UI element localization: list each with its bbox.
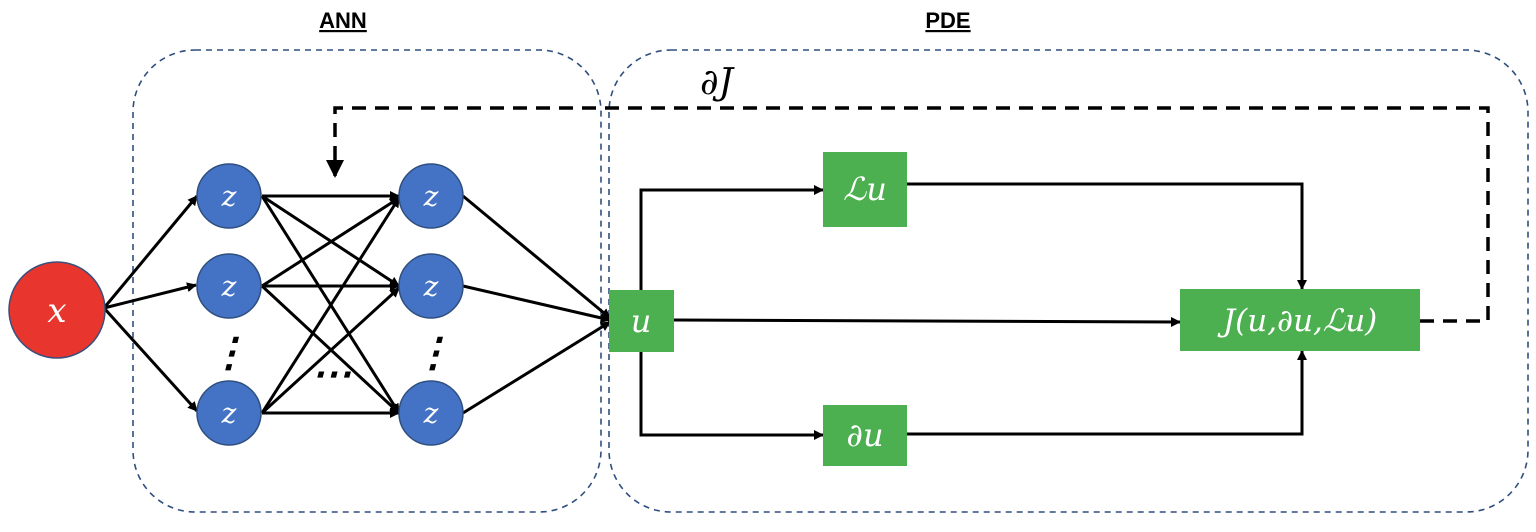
- input-node: x: [8, 261, 106, 359]
- derivative-box-label: ∂u: [846, 416, 883, 454]
- vertical-ellipsis: ⋮: [413, 329, 453, 376]
- objective-box: J(u,∂u,ℒu): [1180, 289, 1420, 351]
- hidden-layer-2: z z ⋮ z: [398, 163, 464, 446]
- derivative-box: ∂u: [823, 405, 907, 466]
- output-edges: [462, 194, 611, 415]
- objective-box-label: J(u,∂u,ℒu): [1217, 303, 1378, 339]
- pde-group-border: [608, 49, 1529, 513]
- gradient-feedback-path: [326, 106, 1490, 323]
- hidden-node: z: [196, 163, 262, 229]
- vertical-ellipsis: ⋮: [209, 329, 249, 376]
- output-box-u: u: [609, 290, 674, 352]
- hidden-node-label: z: [423, 397, 439, 430]
- horizontal-ellipsis: ⋯: [311, 350, 351, 397]
- hidden-node-label: z: [423, 180, 439, 213]
- hidden-node-label: z: [221, 397, 237, 430]
- hidden-node-label: z: [221, 270, 237, 303]
- output-box-label: u: [631, 302, 652, 340]
- hidden-node: z: [196, 253, 262, 319]
- pde-edges: [639, 182, 1307, 440]
- ann-group-border: [132, 49, 602, 513]
- hidden-node-label: z: [221, 180, 237, 213]
- operator-box-label: ℒu: [843, 170, 887, 208]
- hidden-layer-1: z z ⋮ z: [196, 163, 262, 446]
- input-edges: [102, 195, 199, 413]
- hidden-node: z: [398, 253, 464, 319]
- operator-box: ℒu: [823, 152, 907, 227]
- input-node-label: x: [47, 291, 66, 331]
- hidden-node: z: [398, 163, 464, 229]
- gradient-label: ∂J: [700, 62, 736, 103]
- ann-title: ANN: [319, 8, 367, 33]
- hidden-node: z: [398, 380, 464, 446]
- hidden-node: z: [196, 380, 262, 446]
- hidden-node-label: z: [423, 270, 439, 303]
- hidden-edges: [260, 191, 401, 418]
- pde-title: PDE: [925, 8, 970, 33]
